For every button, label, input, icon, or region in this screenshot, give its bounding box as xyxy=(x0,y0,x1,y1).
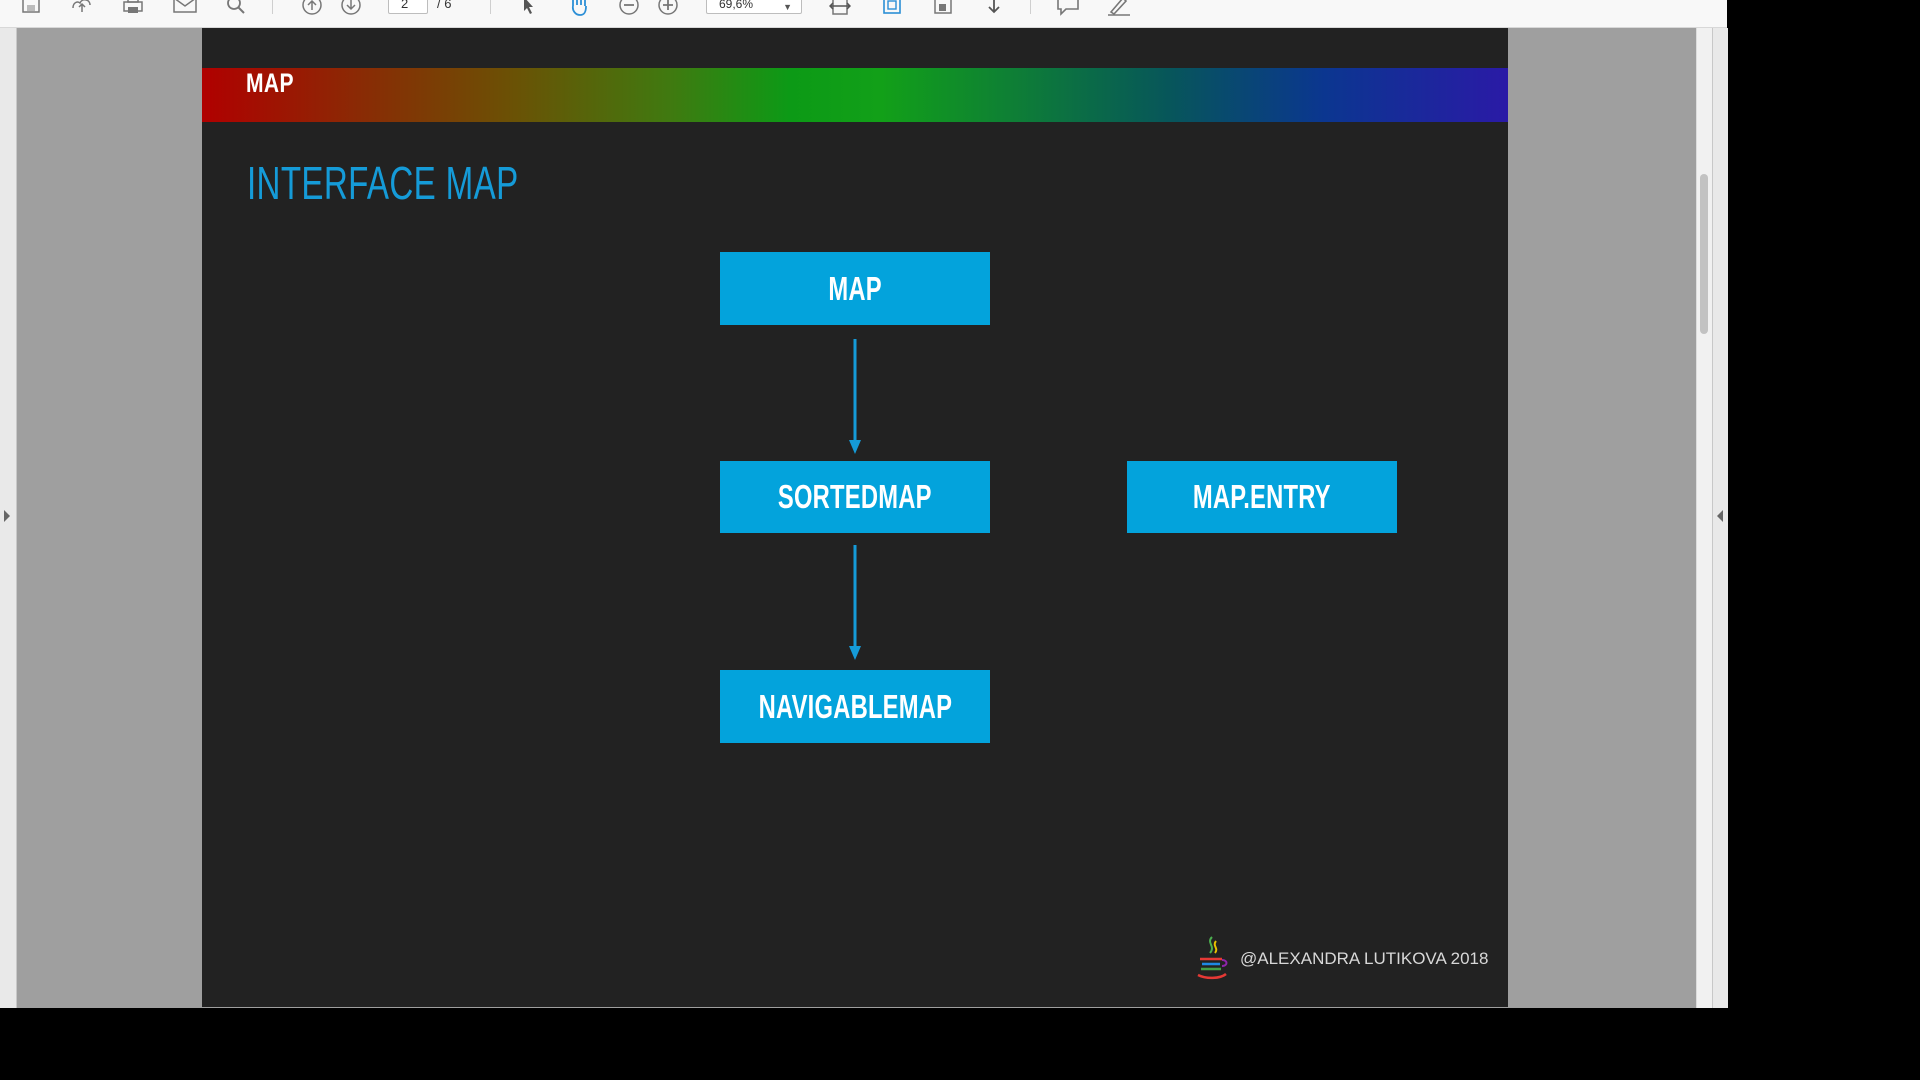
node-sortedmap: SORTEDMAP xyxy=(720,461,990,533)
toolbar: 2 / 6 69,6% ▼ xyxy=(0,0,1727,28)
chevron-left-icon xyxy=(1717,510,1723,522)
select-cursor-icon[interactable] xyxy=(518,0,540,16)
node-label: NAVIGABLEMAP xyxy=(758,687,952,725)
node-mapentry: MAP.ENTRY xyxy=(1127,461,1397,533)
header-title: MAP xyxy=(246,68,294,98)
comment-icon[interactable] xyxy=(1054,0,1082,16)
footer-credit: @ALEXANDRA LUTIKOVA 2018 xyxy=(1240,949,1489,968)
sign-icon[interactable] xyxy=(1105,0,1133,16)
fit-page-icon[interactable] xyxy=(880,0,904,16)
diagram-connectors xyxy=(849,339,861,660)
node-map: MAP xyxy=(720,252,990,325)
right-panel-toggle[interactable] xyxy=(1712,28,1728,1008)
node-label: SORTEDMAP xyxy=(778,478,932,515)
node-label: MAP xyxy=(828,269,882,307)
toolbar-separator xyxy=(272,0,273,14)
page-down-icon[interactable] xyxy=(339,0,363,16)
header-band: MAP xyxy=(202,68,1508,122)
hand-tool-icon[interactable] xyxy=(566,0,592,16)
page-number-input[interactable]: 2 xyxy=(388,0,428,14)
rotate-icon[interactable] xyxy=(931,0,955,16)
pdf-viewer-window: 2 / 6 69,6% ▼ xyxy=(0,0,1728,1008)
toolbar-separator xyxy=(490,0,491,14)
download-icon[interactable] xyxy=(983,0,1005,16)
search-icon[interactable] xyxy=(224,0,248,16)
footer: @ALEXANDRA LUTIKOVA 2018 xyxy=(1192,934,1488,984)
fit-width-icon[interactable] xyxy=(828,0,852,16)
java-logo-icon xyxy=(1192,933,1232,985)
edge-map-sortedmap xyxy=(849,339,861,454)
zoom-in-icon[interactable] xyxy=(656,0,680,16)
slide-page: MAP INTERFACE MAP MAP SORTEDMAP NAVIGABL… xyxy=(202,28,1508,1007)
slide-title: INTERFACE MAP xyxy=(247,157,519,209)
toolbar-separator xyxy=(1030,0,1031,14)
zoom-select[interactable]: 69,6% ▼ xyxy=(706,0,802,14)
print-icon[interactable] xyxy=(121,0,145,16)
left-panel-toggle[interactable] xyxy=(0,28,17,1008)
node-label: MAP.ENTRY xyxy=(1193,478,1331,515)
zoom-out-icon[interactable] xyxy=(617,0,641,16)
email-icon[interactable] xyxy=(172,0,198,16)
edge-sortedmap-navigablemap xyxy=(849,545,861,660)
chevron-right-icon xyxy=(4,510,10,522)
chevron-down-icon: ▼ xyxy=(783,2,792,12)
upload-icon[interactable] xyxy=(70,0,94,16)
zoom-value: 69,6% xyxy=(719,0,754,11)
page-total: / 6 xyxy=(437,0,452,11)
scrollbar-thumb[interactable] xyxy=(1700,174,1708,334)
save-icon[interactable] xyxy=(20,0,42,16)
node-navigablemap: NAVIGABLEMAP xyxy=(720,670,990,743)
page-up-icon[interactable] xyxy=(300,0,324,16)
